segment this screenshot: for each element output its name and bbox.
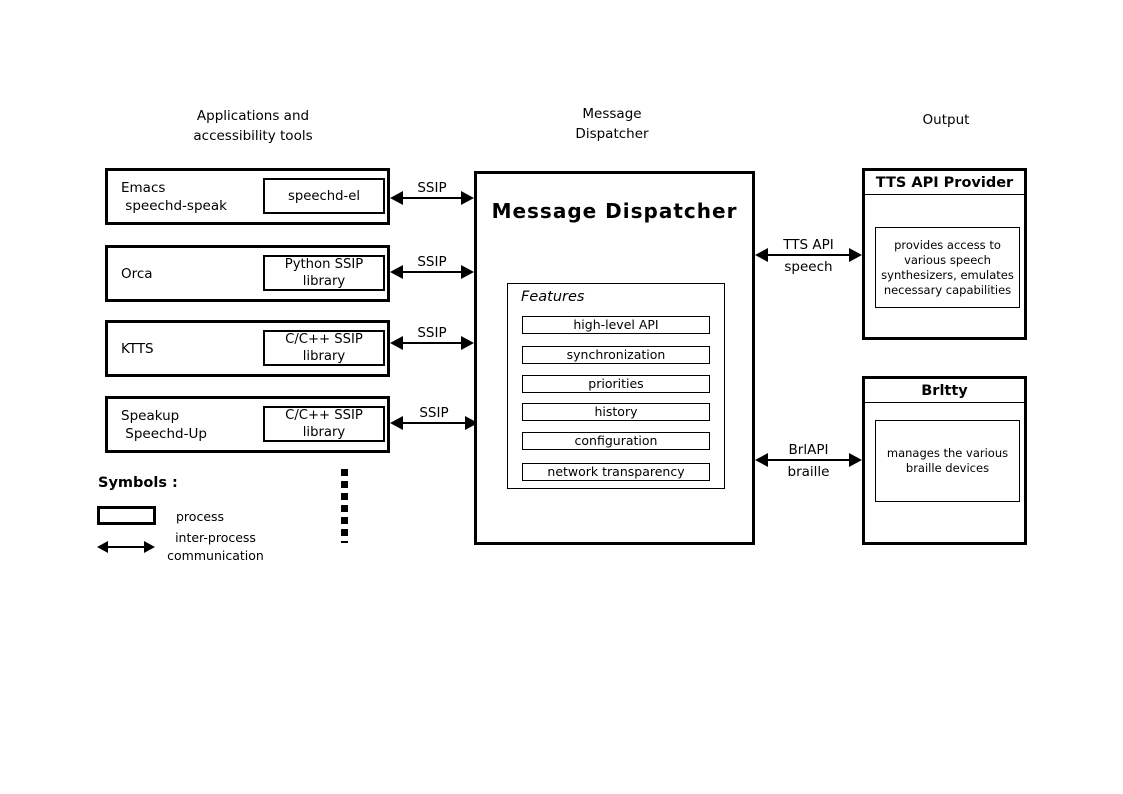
arrow-shaft <box>757 459 860 461</box>
output-box-description: provides access to various speech synthe… <box>875 227 1020 308</box>
legend-process-label: process <box>176 509 225 524</box>
arrow-head-left-icon <box>390 336 403 350</box>
arrow-shaft <box>392 197 472 199</box>
arrow-label: SSIP <box>417 325 447 341</box>
ssip-arrow-emacs: SSIP <box>390 180 474 205</box>
feature-item: high-level API <box>522 316 710 334</box>
legend-ipc-arrow-icon <box>97 540 155 554</box>
ssip-arrow-orca: SSIP <box>390 254 474 279</box>
features-box: Features high-level API synchronization … <box>507 283 725 489</box>
column-header-dispatcher: Message Dispatcher <box>575 106 649 142</box>
arrow-label: SSIP <box>419 405 449 421</box>
library-box: C/C++ SSIP library <box>263 406 385 442</box>
arrow-head-right-icon <box>461 336 474 350</box>
process-box-orca: Orca Python SSIP library <box>105 245 390 302</box>
process-name: KTTS <box>121 340 154 357</box>
continuation-dots <box>341 469 348 543</box>
dispatcher-box: Message Dispatcher Features high-level A… <box>474 171 755 545</box>
arrow-head-left-icon <box>390 191 403 205</box>
arrow-label: SSIP <box>417 180 447 196</box>
legend-title: Symbols : <box>98 475 178 491</box>
brlapi-arrow: BrlAPI braille <box>755 442 862 480</box>
column-header-output: Output <box>922 112 970 128</box>
arrow-head-left-icon <box>755 453 768 467</box>
process-name: Emacs speechd-speak <box>121 179 227 214</box>
library-box: speechd-el <box>263 178 385 214</box>
arrow-head-right-icon <box>461 265 474 279</box>
process-name: Speakup Speechd-Up <box>121 407 207 442</box>
features-title: Features <box>521 289 585 305</box>
process-name: Orca <box>121 265 153 282</box>
process-box-emacs: Emacs speechd-speak speechd-el <box>105 168 390 225</box>
output-box-tts-provider: TTS API Provider provides access to vari… <box>862 168 1027 340</box>
feature-item: configuration <box>522 432 710 450</box>
feature-item: priorities <box>522 375 710 393</box>
arrow-head-right-icon <box>144 541 155 553</box>
library-box: Python SSIP library <box>263 255 385 291</box>
arrow-shaft <box>392 271 472 273</box>
output-box-brltty: Brltty manages the various braille devic… <box>862 376 1027 545</box>
feature-item: history <box>522 403 710 421</box>
process-box-ktts: KTTS C/C++ SSIP library <box>105 320 390 377</box>
arrow-label: BrlAPI <box>788 442 829 458</box>
column-header-applications: Applications and accessibility tools <box>193 108 313 144</box>
output-box-description: manages the various braille devices <box>875 420 1020 502</box>
arrow-shaft <box>392 422 476 424</box>
ssip-arrow-speakup: SSIP <box>390 405 478 430</box>
output-box-title: Brltty <box>865 379 1024 403</box>
arrow-head-left-icon <box>390 416 403 430</box>
arrow-shaft <box>757 254 860 256</box>
ssip-arrow-ktts: SSIP <box>390 325 474 350</box>
feature-item: synchronization <box>522 346 710 364</box>
library-box: C/C++ SSIP library <box>263 330 385 366</box>
output-box-title: TTS API Provider <box>865 171 1024 195</box>
arrow-head-left-icon <box>97 541 108 553</box>
arrow-shaft <box>392 342 472 344</box>
dispatcher-title: Message Dispatcher <box>491 199 738 223</box>
tts-api-arrow: TTS API speech <box>755 237 862 275</box>
legend-ipc-label: inter-process communication <box>167 530 264 563</box>
arrow-head-left-icon <box>390 265 403 279</box>
legend-process-swatch <box>97 506 156 525</box>
arrow-shaft <box>99 546 153 548</box>
arrow-head-right-icon <box>849 248 862 262</box>
arrow-head-right-icon <box>461 191 474 205</box>
arrow-channel-label: braille <box>787 464 830 480</box>
feature-item: network transparency <box>522 463 710 481</box>
process-box-speakup: Speakup Speechd-Up C/C++ SSIP library <box>105 396 390 453</box>
arrow-head-left-icon <box>755 248 768 262</box>
arrow-head-right-icon <box>849 453 862 467</box>
arrow-label: TTS API <box>783 237 834 253</box>
arrow-label: SSIP <box>417 254 447 270</box>
arrow-channel-label: speech <box>784 259 833 275</box>
